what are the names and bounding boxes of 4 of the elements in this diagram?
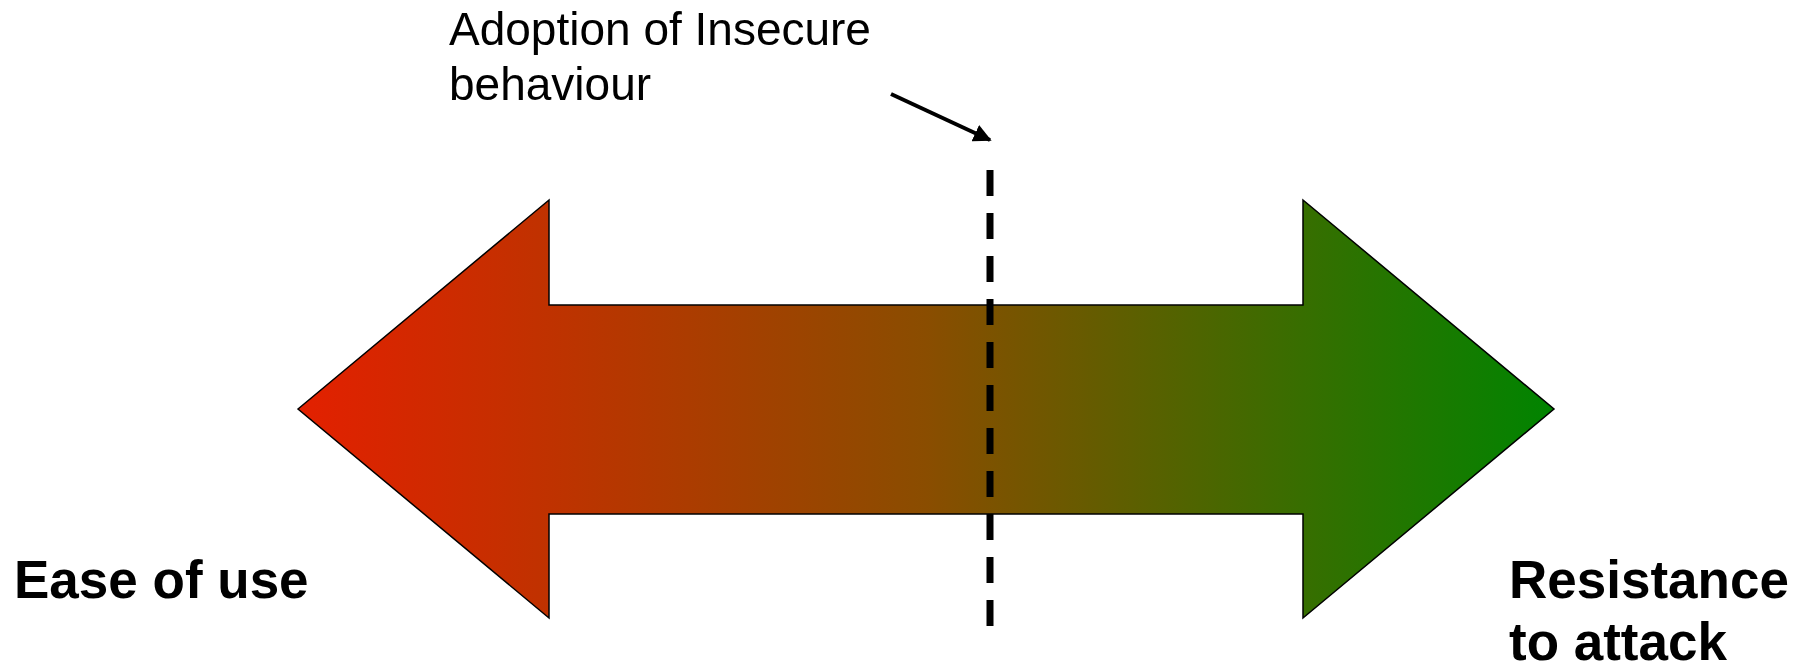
axis-end-label: Ease of use: [14, 549, 310, 611]
axis-end-label: Resistance to attack: [1509, 549, 1790, 663]
leader-arrow: [890, 92, 992, 142]
annotation-text: Adoption of Insecure behaviour: [449, 2, 872, 112]
